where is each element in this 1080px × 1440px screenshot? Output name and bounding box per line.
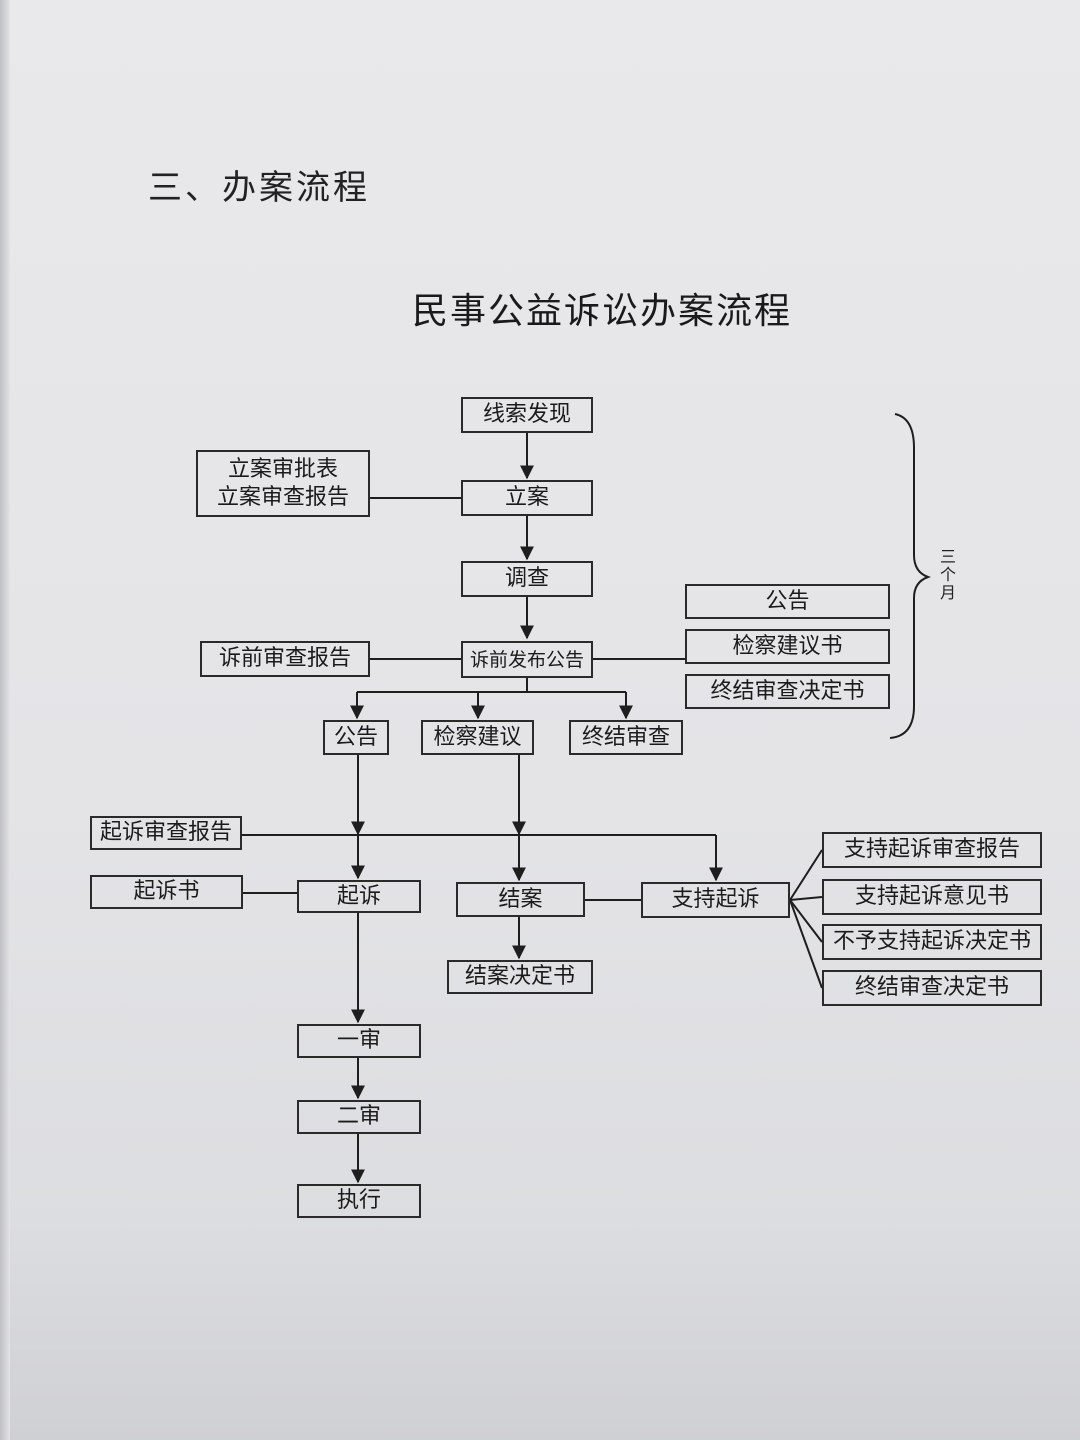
node-execution: 执行 [297, 1184, 421, 1218]
node-close-decision: 结案决定书 [447, 960, 593, 994]
node-indictment: 起诉书 [90, 875, 243, 909]
node-doc-announcement: 公告 [685, 584, 890, 619]
chart-title: 民事公益诉讼办案流程 [412, 291, 793, 332]
node-first-instance: 一审 [297, 1024, 421, 1058]
node-prosecution-report: 起诉审查报告 [90, 816, 242, 850]
page-edge [0, 0, 10, 1440]
period-label: 三 个 月 [939, 547, 956, 602]
node-support-prosecution: 支持起诉 [641, 882, 790, 918]
node-clue: 线索发现 [461, 397, 593, 433]
node-support-report: 支持起诉审查报告 [822, 832, 1042, 868]
node-termination-decision: 终结审查决定书 [822, 970, 1042, 1006]
section-title: 三、办案流程 [148, 168, 370, 208]
node-second-instance: 二审 [297, 1100, 421, 1134]
line-fan-3 [789, 899, 823, 943]
node-support-opinion: 支持起诉意见书 [822, 879, 1042, 915]
line-fan-4 [789, 899, 823, 989]
node-pre-report: 诉前审查报告 [200, 641, 370, 677]
node-pre-announce: 诉前发布公告 [461, 641, 593, 678]
node-doc-termination: 终结审查决定书 [685, 674, 890, 709]
node-termination: 终结审查 [569, 720, 683, 755]
line-fan-1 [789, 849, 823, 901]
brace-three-months [889, 413, 931, 739]
node-approval-line2: 立案审查报告 [216, 484, 349, 510]
node-approval: 立案审批表 立案审查报告 [196, 450, 370, 517]
node-doc-proposal: 检察建议书 [685, 629, 890, 664]
node-approval-line1: 立案审批表 [227, 456, 338, 482]
node-investigation: 调查 [461, 561, 593, 597]
node-prosecution: 起诉 [297, 880, 421, 913]
node-filing: 立案 [461, 480, 593, 516]
node-proposal: 检察建议 [421, 720, 534, 755]
line-fan-2 [789, 896, 823, 901]
node-announcement: 公告 [323, 720, 389, 755]
node-close-case: 结案 [456, 882, 585, 917]
node-no-support-decision: 不予支持起诉决定书 [822, 924, 1042, 960]
